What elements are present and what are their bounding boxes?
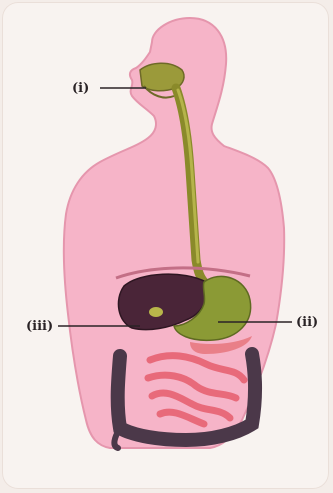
label-i: (i) xyxy=(72,81,89,96)
gall-bladder xyxy=(149,307,163,317)
label-iii: (iii) xyxy=(26,319,53,334)
label-ii: (ii) xyxy=(296,315,318,330)
